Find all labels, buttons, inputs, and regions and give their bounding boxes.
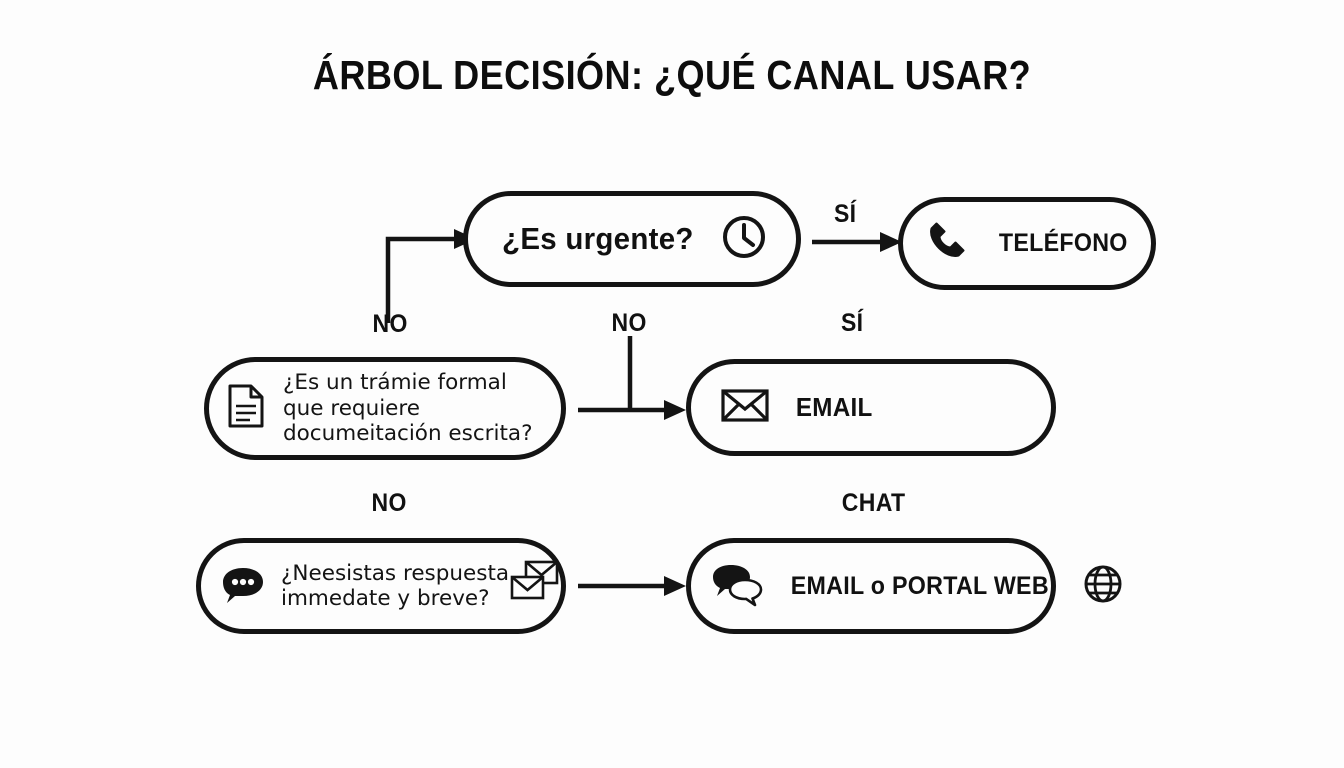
globe-icon: [1081, 562, 1125, 611]
phone-icon: [922, 217, 970, 270]
envelope-icon: [719, 385, 771, 430]
node-tramite-line-1: ¿Es un trámie formal: [283, 370, 507, 396]
node-tramite-formal-label: ¿Es un trámie formal que requiere docume…: [283, 370, 533, 446]
page-title: ÁRBOL DECISIÓN: ¿QUÉ CANAL USAR?: [312, 52, 1032, 98]
edge-tramite-to-email: [578, 400, 686, 420]
speech-bubble-icon: [219, 562, 267, 611]
node-email-o-portal-web[interactable]: EMAIL o PORTAL WEB: [686, 538, 1122, 634]
edge-label-no-entry: NO: [372, 310, 408, 338]
node-email[interactable]: EMAIL: [686, 359, 1056, 456]
edge-label-no-urgente: NO: [611, 309, 647, 337]
edge-respuesta-to-emailweb: [578, 576, 686, 596]
node-telefono-label: TELÉFONO: [998, 229, 1128, 257]
edge-urgente-no-down: [627, 336, 633, 410]
edge-label-chat: CHAT: [841, 489, 906, 517]
double-envelope-icon: [508, 558, 564, 613]
node-email-label: EMAIL: [795, 392, 873, 422]
node-respuesta-line-2: immedate y breve?: [281, 586, 490, 611]
node-telefono[interactable]: TELÉFONO: [898, 197, 1156, 290]
edge-label-no-tramite: NO: [371, 489, 407, 517]
edge-label-si-telefono: SÍ: [840, 309, 864, 337]
node-email-o-portal-web-label: EMAIL o PORTAL WEB: [790, 571, 1049, 600]
node-es-urgente-label: ¿Es urgente?: [502, 221, 694, 256]
node-respuesta-label: ¿Neesistas respuesta immedate y breve?: [281, 561, 509, 612]
clock-icon: [721, 214, 767, 265]
node-tramite-line-3: documeitación escrita?: [283, 421, 533, 447]
node-respuesta-line-1: ¿Neesistas respuesta: [281, 560, 510, 586]
edge-label-si-top: SÍ: [833, 200, 857, 228]
speech-bubbles-icon: [711, 560, 765, 613]
node-respuesta-inmediata[interactable]: ¿Neesistas respuesta immedate y breve?: [196, 538, 566, 634]
node-tramite-formal[interactable]: ¿Es un trámie formal que requiere docume…: [204, 357, 566, 460]
edge-urgente-to-telefono: [812, 232, 902, 252]
document-icon: [225, 382, 267, 435]
node-es-urgente[interactable]: ¿Es urgente?: [463, 191, 801, 287]
node-tramite-line-2: que requiere: [283, 395, 420, 421]
